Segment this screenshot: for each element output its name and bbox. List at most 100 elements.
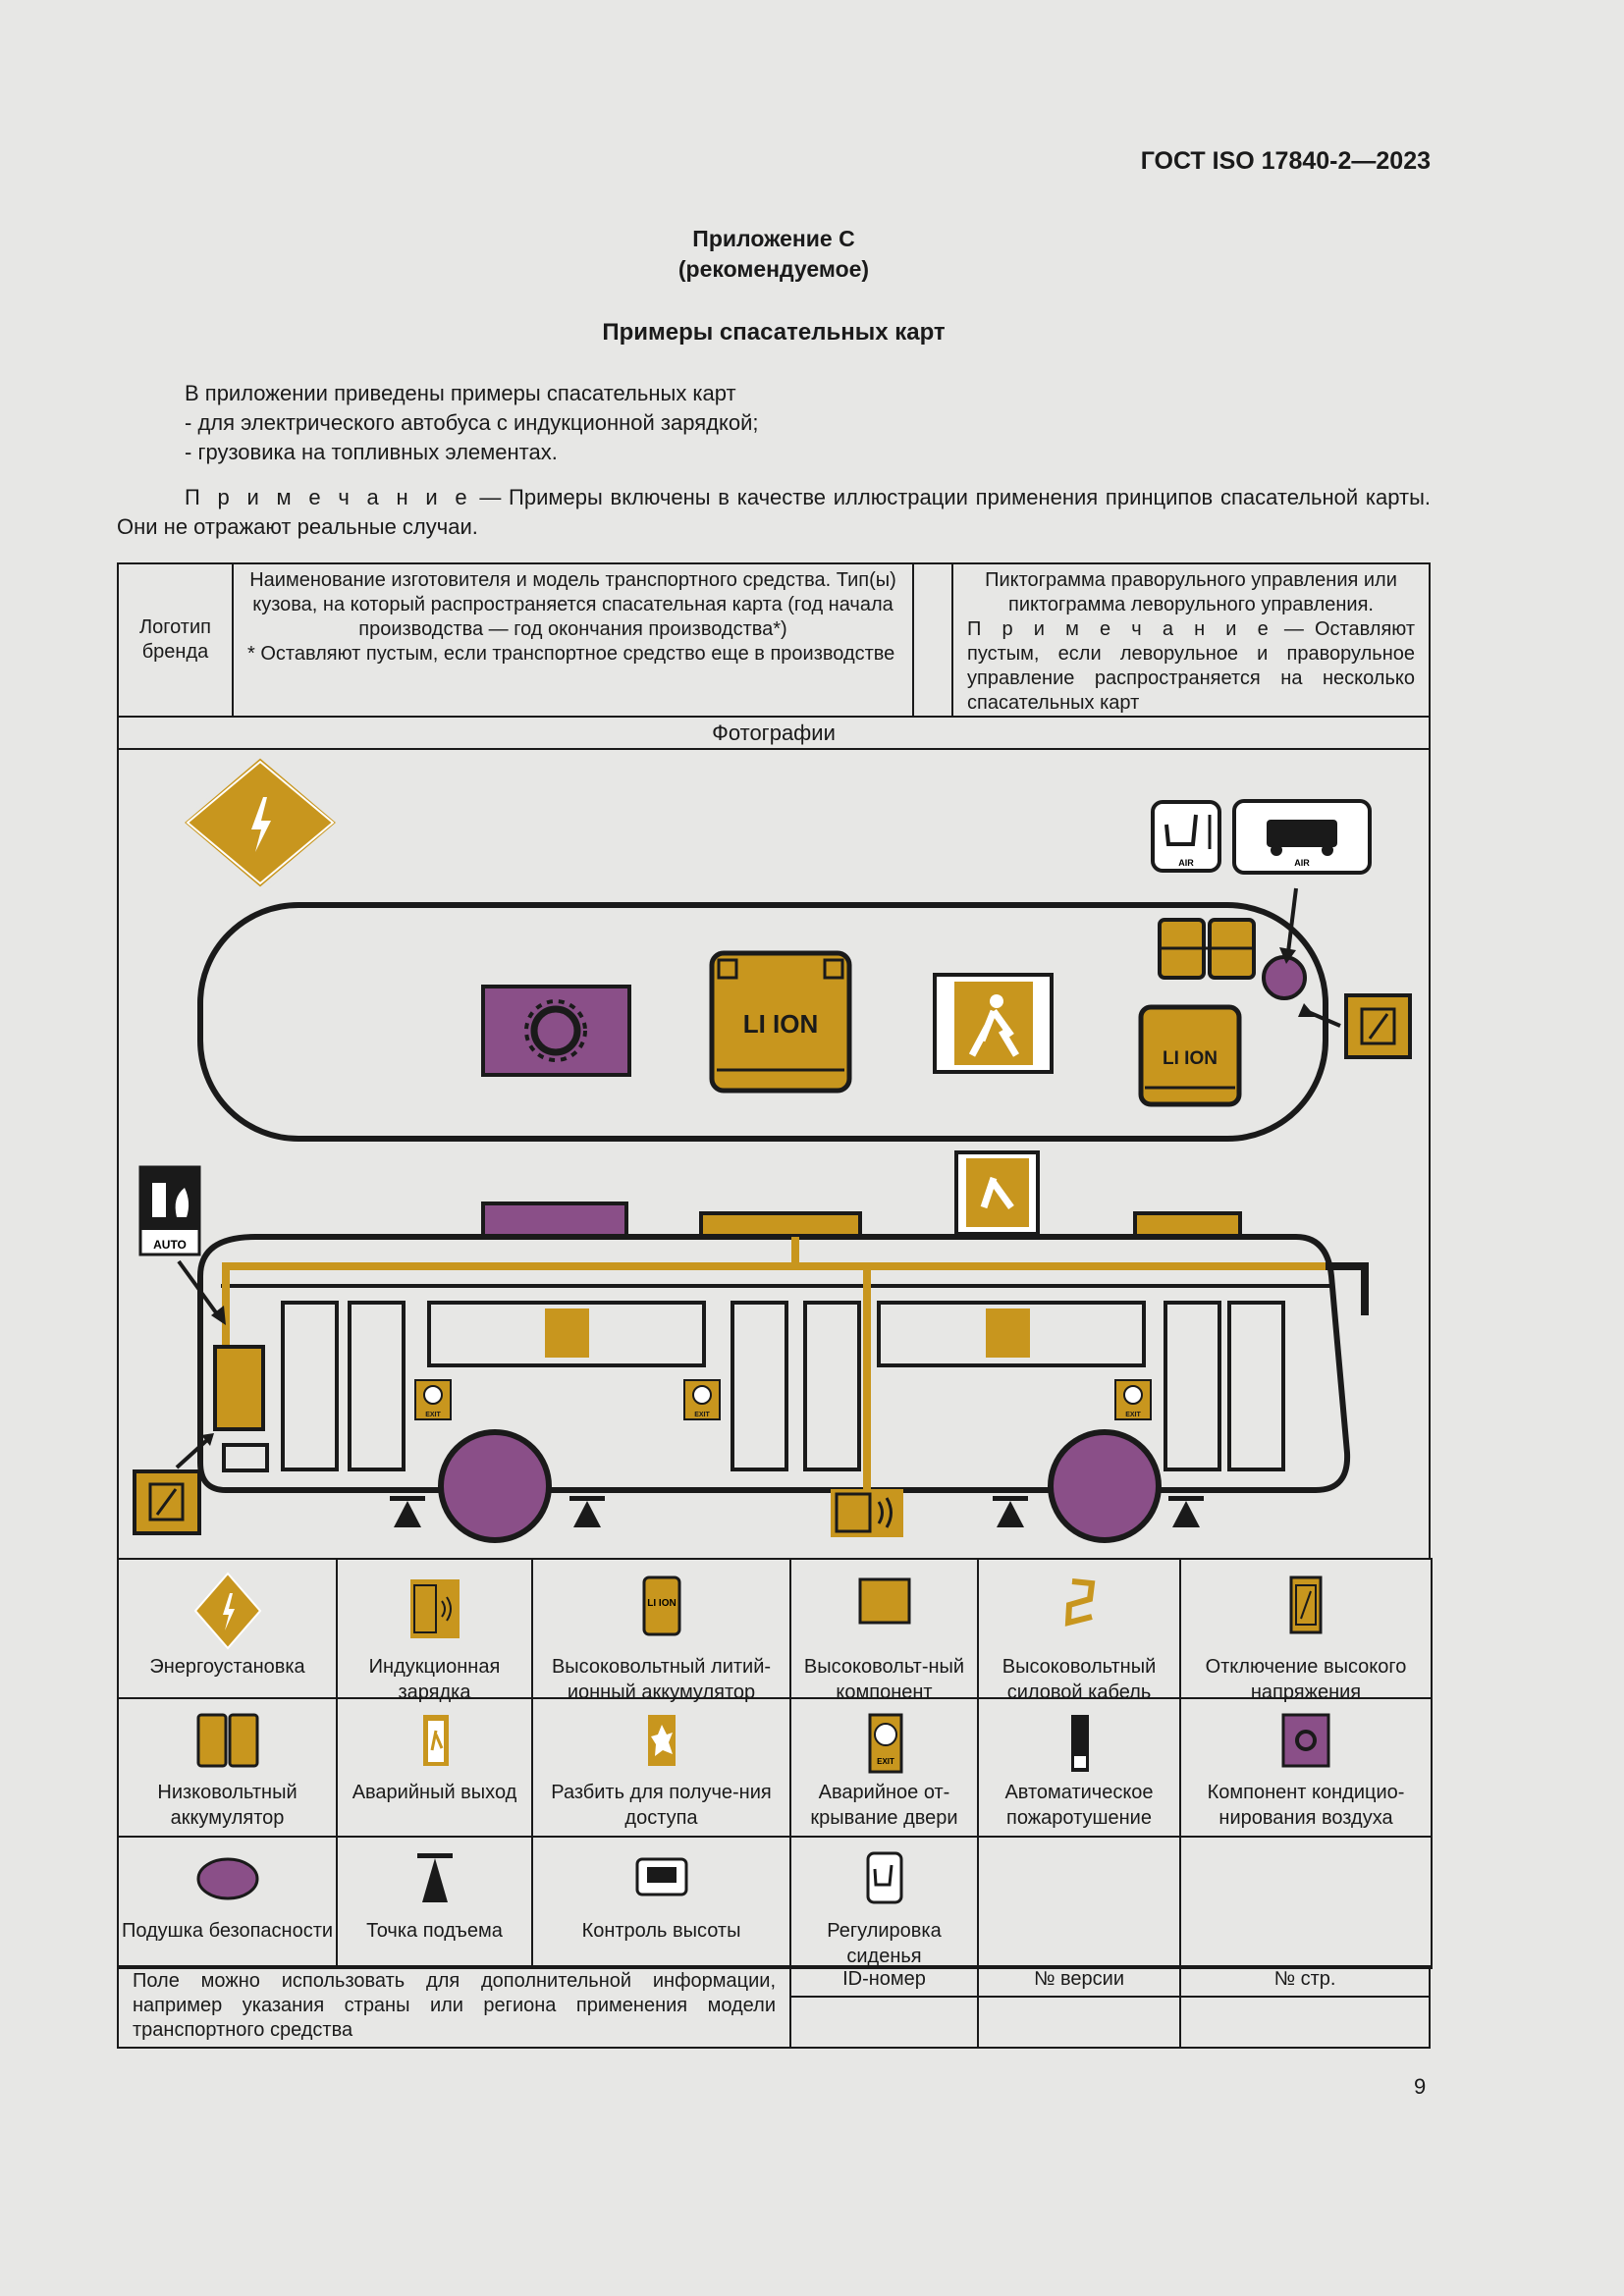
legend-item: Компонент кондицио-нирования воздуха: [1179, 1697, 1433, 1838]
pictogram-text: Пиктограмма праворульного управления или…: [985, 569, 1397, 615]
emergency-exit-icon: [933, 973, 1054, 1074]
hv-disconnect-icon: [1289, 1575, 1323, 1634]
legend-label: Автоматическое пожаротушение: [1004, 1782, 1154, 1829]
spacer-cell: [912, 562, 953, 718]
hv-cable: [222, 1237, 1326, 1508]
legend-item: Регулировка сиденья: [789, 1836, 979, 1969]
seat-adjust-icon: [866, 1851, 902, 1904]
intro-line: - грузовика на топливных элементах.: [185, 440, 558, 464]
legend-item: Высоковольт-ный компонент: [789, 1558, 979, 1703]
li-ion-battery-icon: LI ION: [1138, 1004, 1242, 1107]
hv-cable-icon: [1064, 1578, 1096, 1627]
intro-line: В приложении приведены примеры спасатель…: [185, 381, 736, 405]
version-value: [977, 1996, 1181, 2049]
vehicle-drawing: LI ION LI ION AIR AIR EXIT EXIT EXIT: [117, 748, 1431, 1560]
exit-label: EXIT: [694, 1412, 710, 1418]
page-no-value: [1179, 1996, 1431, 2049]
page-no-header: № стр.: [1179, 1965, 1431, 1998]
induction-charging-icon: [409, 1579, 460, 1638]
id-number-header: ID-номер: [789, 1965, 979, 1998]
photos-row: Фотографии: [117, 716, 1431, 750]
emergency-door-release-icon: EXIT EXIT EXIT: [414, 1379, 1152, 1420]
power-plant-diamond-icon: [193, 1572, 261, 1650]
hv-disconnect-icon: [1344, 993, 1412, 1059]
hv-component-icon: [858, 1577, 910, 1625]
lifting-point-icon: [416, 1853, 453, 1902]
version-label: № версии: [1033, 1968, 1124, 1990]
legend-empty-cell: [977, 1836, 1181, 1969]
low-voltage-battery-icon: [196, 1713, 258, 1768]
legend-label: Компонент кондицио-нирования воздуха: [1207, 1782, 1405, 1829]
emergency-exit-icon: [954, 1150, 1040, 1236]
pictogram-cell: Пиктограмма праворульного управления или…: [951, 562, 1431, 718]
windows: [222, 1301, 1285, 1472]
hv-component-icon: [213, 1345, 265, 1431]
intro-text: В приложении приведены примеры спасатель…: [117, 379, 1431, 467]
legend-item: Автоматическое пожаротушение: [977, 1697, 1181, 1838]
exit-label: EXIT: [877, 1757, 894, 1766]
legend-item: Высоковольтный силовой кабель: [977, 1558, 1181, 1703]
legend-label: Точка подъема: [366, 1920, 503, 1942]
li-ion-battery-icon: LI ION: [642, 1575, 680, 1636]
roof-components: [481, 1201, 1242, 1239]
legend-item: Контроль высоты: [531, 1836, 791, 1969]
legend-item: Отключение высокого напряжения: [1179, 1558, 1433, 1703]
airbag-icon: [196, 1857, 258, 1900]
wheels: [438, 1429, 1162, 1543]
air-conditioning-icon: [1281, 1713, 1330, 1768]
model-text: Наименование изготовителя и модель транс…: [249, 569, 896, 640]
id-number-label: ID-номер: [842, 1968, 926, 1990]
legend-label: Низковольтный аккумулятор: [157, 1782, 298, 1829]
legend-empty-cell: [1179, 1836, 1433, 1969]
bus-top-view: [197, 902, 1328, 1142]
lifting-point-icon: [390, 1496, 1204, 1527]
id-number-value: [789, 1996, 979, 2049]
height-control-icon: [635, 1857, 687, 1896]
power-plant-diamond-icon: [178, 753, 343, 892]
seat-adjust-icon: AIR: [1151, 800, 1221, 873]
legend-label: Аварийное от-крывание двери: [810, 1782, 958, 1829]
li-ion-label: LI ION: [647, 1598, 676, 1609]
annex-heading: Примеры спасательных карт: [602, 319, 946, 346]
legend-item: Точка подъема: [336, 1836, 533, 1969]
exit-label: EXIT: [1125, 1412, 1141, 1418]
model-cell: Наименование изготовителя и модель транс…: [232, 562, 914, 718]
brand-logo-cell: Логотип бренда: [117, 562, 234, 718]
legend-item: Разбить для получе-ния доступа: [531, 1697, 791, 1838]
vehicle-drawing-svg: LI ION LI ION AIR AIR EXIT EXIT EXIT: [133, 753, 1412, 1543]
legend-label: Подушка безопасности: [121, 1920, 334, 1942]
legend-label: Энергоустановка: [149, 1656, 305, 1678]
legend-item: Низковольтный аккумулятор: [117, 1697, 338, 1838]
low-voltage-battery-icon: [1158, 918, 1256, 980]
brand-logo-label: Логотип бренда: [139, 616, 211, 663]
photos-label: Фотографии: [712, 721, 836, 745]
legend-label: Аварийный выход: [352, 1782, 517, 1803]
annex-status: (рекомендуемое): [677, 256, 870, 282]
auto-fire-suppression-icon: AUTO: [138, 1165, 201, 1256]
intro-note: П р и м е ч а н и е — Примеры включены в…: [117, 483, 1431, 542]
legend-item: Энергоустановка: [117, 1558, 338, 1699]
li-ion-label: LI ION: [1163, 1048, 1218, 1069]
intro-line: - для электрического автобуса с индукцио…: [185, 410, 759, 435]
model-footnote: * Оставляют пустым, если транспортное ср…: [247, 643, 895, 665]
hv-disconnect-icon: [133, 1469, 201, 1535]
annex-title: Приложение С: [692, 226, 855, 251]
note-label: П р и м е ч а н и е: [185, 485, 472, 509]
li-ion-battery-icon: LI ION: [709, 950, 852, 1094]
page-number: 9: [1414, 2074, 1427, 2099]
li-ion-label: LI ION: [743, 1009, 819, 1039]
auto-fire-suppression-icon: [1071, 1715, 1089, 1772]
exit-label: EXIT: [425, 1412, 441, 1418]
legend-item: Индукционная зарядка: [336, 1558, 533, 1703]
emergency-exit-icon: [422, 1715, 449, 1766]
auto-label: AUTO: [153, 1238, 187, 1252]
legend-label: Разбить для получе-ния доступа: [551, 1782, 772, 1829]
legend-label: Контроль высоты: [581, 1920, 741, 1942]
legend-item: EXIT Аварийное от-крывание двери: [789, 1697, 979, 1838]
emergency-door-release-icon: EXIT: [868, 1713, 902, 1774]
page-no-label: № стр.: [1273, 1968, 1336, 1990]
air-label: AIR: [1178, 858, 1194, 868]
legend-item: Аварийный выход: [336, 1697, 533, 1838]
induction-charging-icon: [831, 1489, 903, 1537]
